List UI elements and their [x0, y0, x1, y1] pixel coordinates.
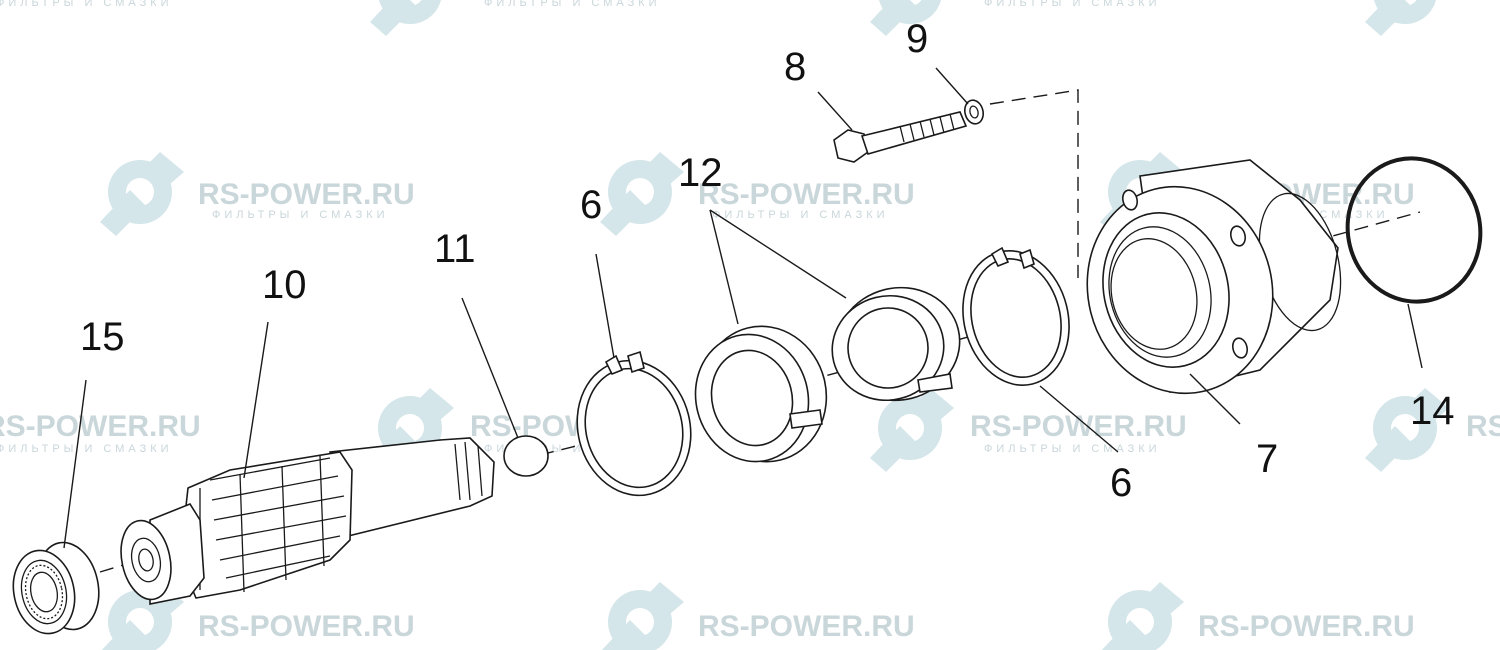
callout-8: 8	[784, 45, 806, 89]
watermark-tagline: ФИЛЬТРЫ И СМАЗКИ	[0, 0, 173, 9]
watermark-tagline: ФИЛЬТРЫ И СМАЗКИ	[212, 209, 389, 221]
part-12-bushing-right	[831, 286, 961, 402]
watermark-brand: RS-POWER.RU	[198, 610, 415, 643]
watermark-brand: RS-POWER.RU	[970, 410, 1187, 443]
watermark-tagline: ФИЛЬТРЫ И СМАЗКИ	[984, 0, 1161, 9]
callout-15: 15	[80, 315, 125, 359]
watermark-brand: RS-POWER.RU	[198, 178, 415, 211]
watermark-tagline: ФИЛЬТРЫ И СМАЗКИ	[484, 0, 661, 9]
part-11-ball	[503, 435, 549, 477]
part-12-bushing-left	[694, 325, 828, 463]
watermark-logo-icon	[600, 582, 684, 650]
part-14-o-ring	[1345, 156, 1483, 304]
watermark-logo-icon	[1100, 582, 1184, 650]
callouts: 15 10 11 6 12 8 9 6 7 14	[80, 17, 1455, 505]
watermark-tagline: ФИЛЬТРЫ И СМАЗКИ	[984, 443, 1161, 455]
callout-7: 7	[1256, 437, 1278, 481]
watermark-brand: RS-POWER.RU	[1466, 410, 1500, 443]
watermark-brand: RS-POWER.RU	[698, 610, 915, 643]
watermark-brand: RS-POWER.RU	[0, 410, 201, 443]
part-7-housing	[1086, 159, 1342, 395]
watermark-logo-icon	[600, 152, 684, 236]
watermark-tagline: ФИЛЬТРЫ И СМАЗКИ	[712, 209, 889, 221]
callout-6-right: 6	[1110, 461, 1132, 505]
part-6-snap-ring-right	[962, 246, 1070, 386]
part-6-snap-ring-left	[576, 350, 692, 497]
watermark-logo-icon	[100, 152, 184, 236]
watermark-logo-icon	[1365, 0, 1449, 36]
callout-6-left: 6	[580, 183, 602, 227]
callout-12: 12	[678, 151, 723, 195]
leader-lines	[63, 67, 1423, 549]
part-9-washer	[963, 99, 985, 125]
callout-11: 11	[434, 227, 476, 271]
callout-9: 9	[906, 17, 928, 61]
part-10-pinion-shaft	[120, 437, 495, 605]
callout-14: 14	[1410, 389, 1455, 433]
watermark-logo-icon	[370, 0, 454, 36]
callout-10: 10	[262, 263, 307, 307]
watermark-tagline: ФИЛЬТРЫ И СМАЗКИ	[0, 443, 173, 455]
watermark-brand: RS-POWER.RU	[1198, 610, 1415, 643]
part-15-bearing	[12, 541, 100, 635]
watermark-brand: RS-POWER.RU	[698, 178, 915, 211]
part-8-bolt	[833, 111, 968, 163]
